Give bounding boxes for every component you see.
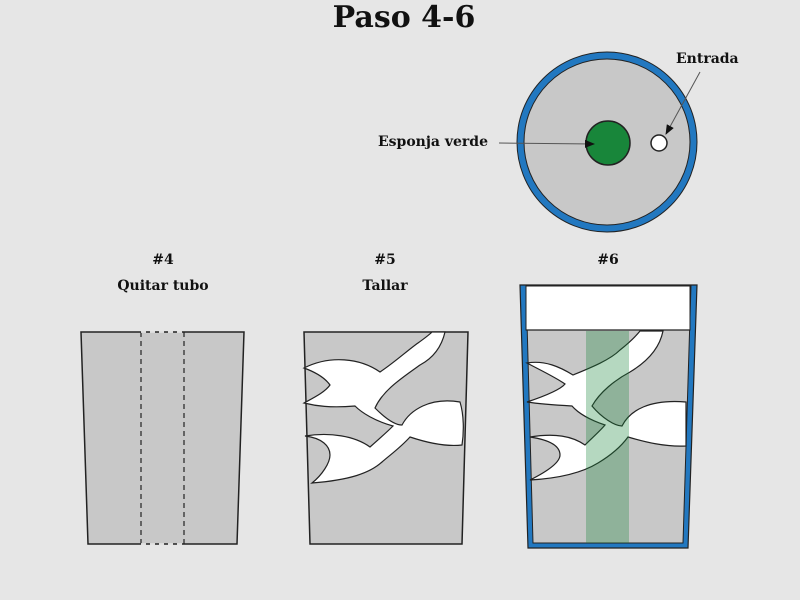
- step6-carving: [525, 330, 687, 481]
- step5-number: #5: [374, 252, 396, 268]
- step6-sponge-column: [586, 331, 629, 543]
- step5-caption: Tallar: [362, 278, 408, 294]
- sponge-top: [585, 120, 631, 166]
- step4-block: [80, 331, 245, 545]
- arrow-icon: [498, 139, 595, 148]
- step6-water-top: [525, 285, 691, 331]
- step4-body: [80, 331, 245, 545]
- step4-caption: Quitar tubo: [117, 278, 209, 294]
- inlet-label: Entrada: [676, 51, 739, 67]
- step6-number: #6: [597, 252, 619, 268]
- top-view: [498, 51, 701, 233]
- inlet-hole: [650, 134, 668, 152]
- step5-carving: [302, 331, 464, 484]
- page-title: Paso 4-6: [332, 0, 476, 35]
- arrow-icon: [665, 71, 701, 135]
- step5-block: [302, 331, 469, 545]
- sponge-label: Esponja verde: [378, 134, 488, 150]
- step6-assembly: [519, 284, 698, 549]
- step4-number: #4: [152, 252, 174, 268]
